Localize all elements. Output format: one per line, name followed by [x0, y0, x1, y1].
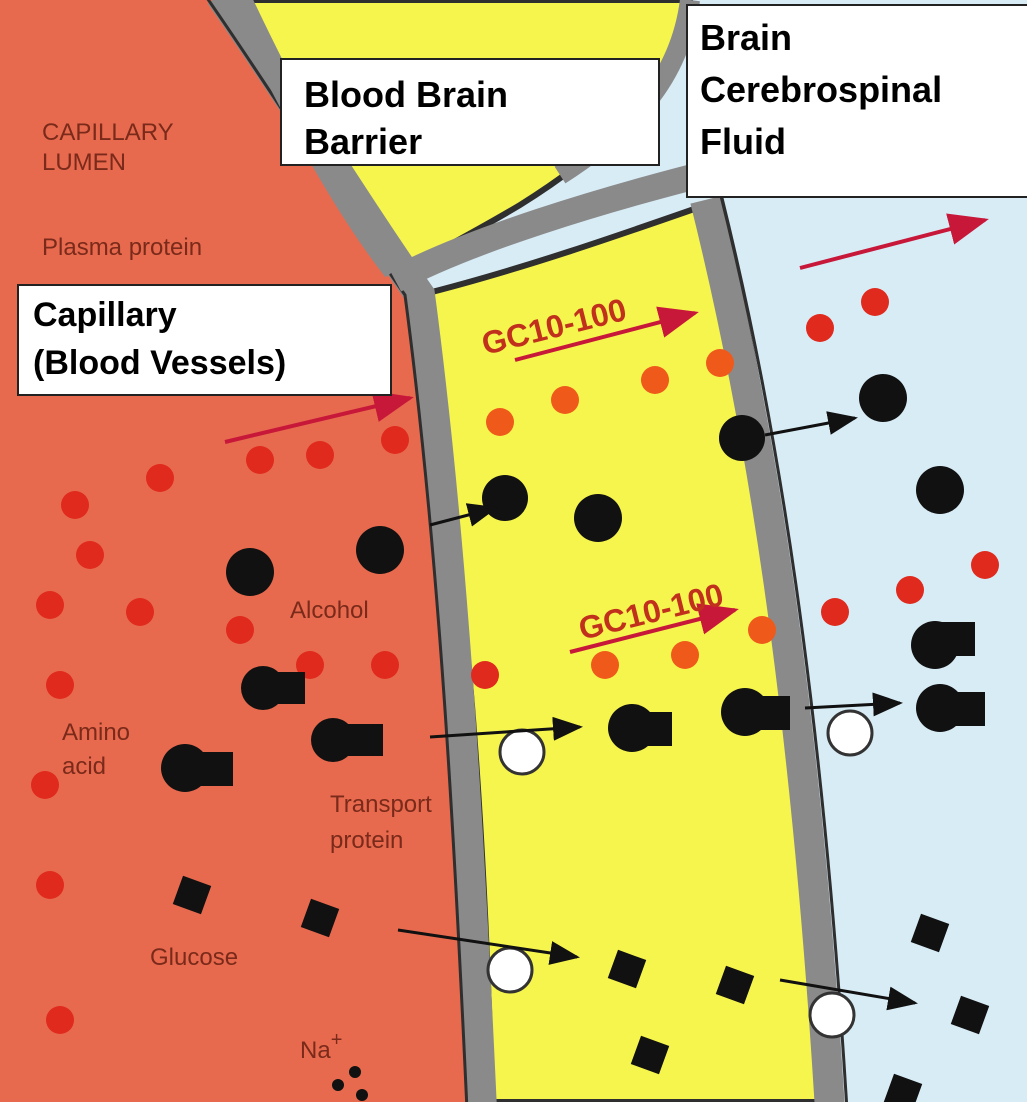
blood-brain-barrier-label: Blood Brain Barrier	[280, 58, 660, 166]
alcohol-label: Alcohol	[290, 597, 369, 624]
plasma-protein-label: Plasma protein	[42, 234, 202, 261]
glucose-label: Glucose	[150, 944, 238, 971]
capillary-label: Capillary (Blood Vessels)	[17, 284, 392, 396]
brain-csf-label: Brain Cerebrospinal Fluid	[686, 4, 1027, 198]
